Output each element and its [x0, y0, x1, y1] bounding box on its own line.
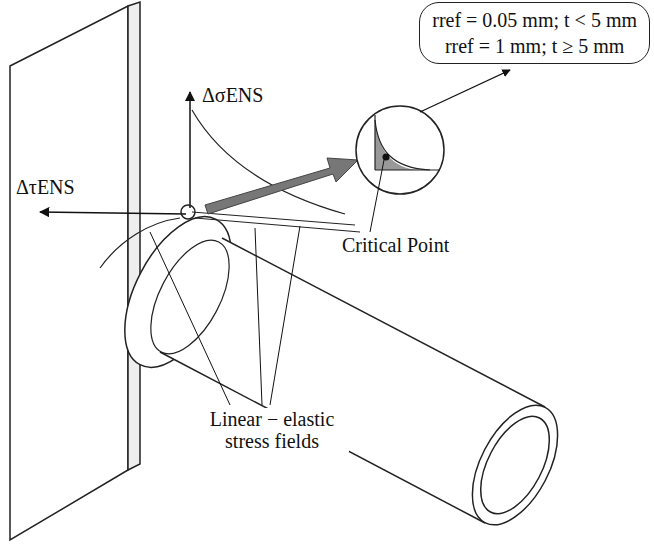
tube-end — [455, 392, 575, 539]
tau-field — [100, 218, 180, 268]
field-base — [195, 218, 360, 232]
field-base — [192, 212, 355, 225]
sigma-field — [192, 110, 345, 214]
inset-axis — [375, 169, 440, 170]
sigma-axis — [189, 92, 191, 208]
tube-edge — [160, 352, 485, 523]
stress-symbol: ΔσENS — [200, 84, 265, 106]
inset-circle — [356, 106, 444, 194]
critical-point-dot — [383, 154, 390, 161]
stress-symbol: ΔτENS — [14, 176, 77, 198]
wall-plate — [10, 6, 128, 540]
node-text: rref = 1 mm; t ≥ 5 mm — [432, 33, 637, 59]
box-leader — [420, 70, 510, 112]
tube-edge — [222, 238, 545, 407]
tube-bore — [467, 406, 564, 525]
field-leader — [270, 226, 300, 405]
tau-axis — [40, 212, 186, 214]
callout-label: Critical Point — [340, 234, 451, 256]
node-text: rref = 0.05 mm; t < 5 mm — [432, 7, 637, 33]
zoom-arrow — [205, 158, 358, 214]
critical-leader — [370, 160, 384, 232]
reference-radius-box: rref = 0.05 mm; t < 5 mmrref = 1 mm; t ≥… — [419, 2, 650, 64]
callout-label: Linear − elastic stress fields — [195, 408, 349, 452]
field-leader — [150, 232, 230, 405]
critical-point-marker — [181, 205, 195, 219]
weld-toe — [135, 228, 246, 366]
field-leader — [255, 228, 262, 405]
